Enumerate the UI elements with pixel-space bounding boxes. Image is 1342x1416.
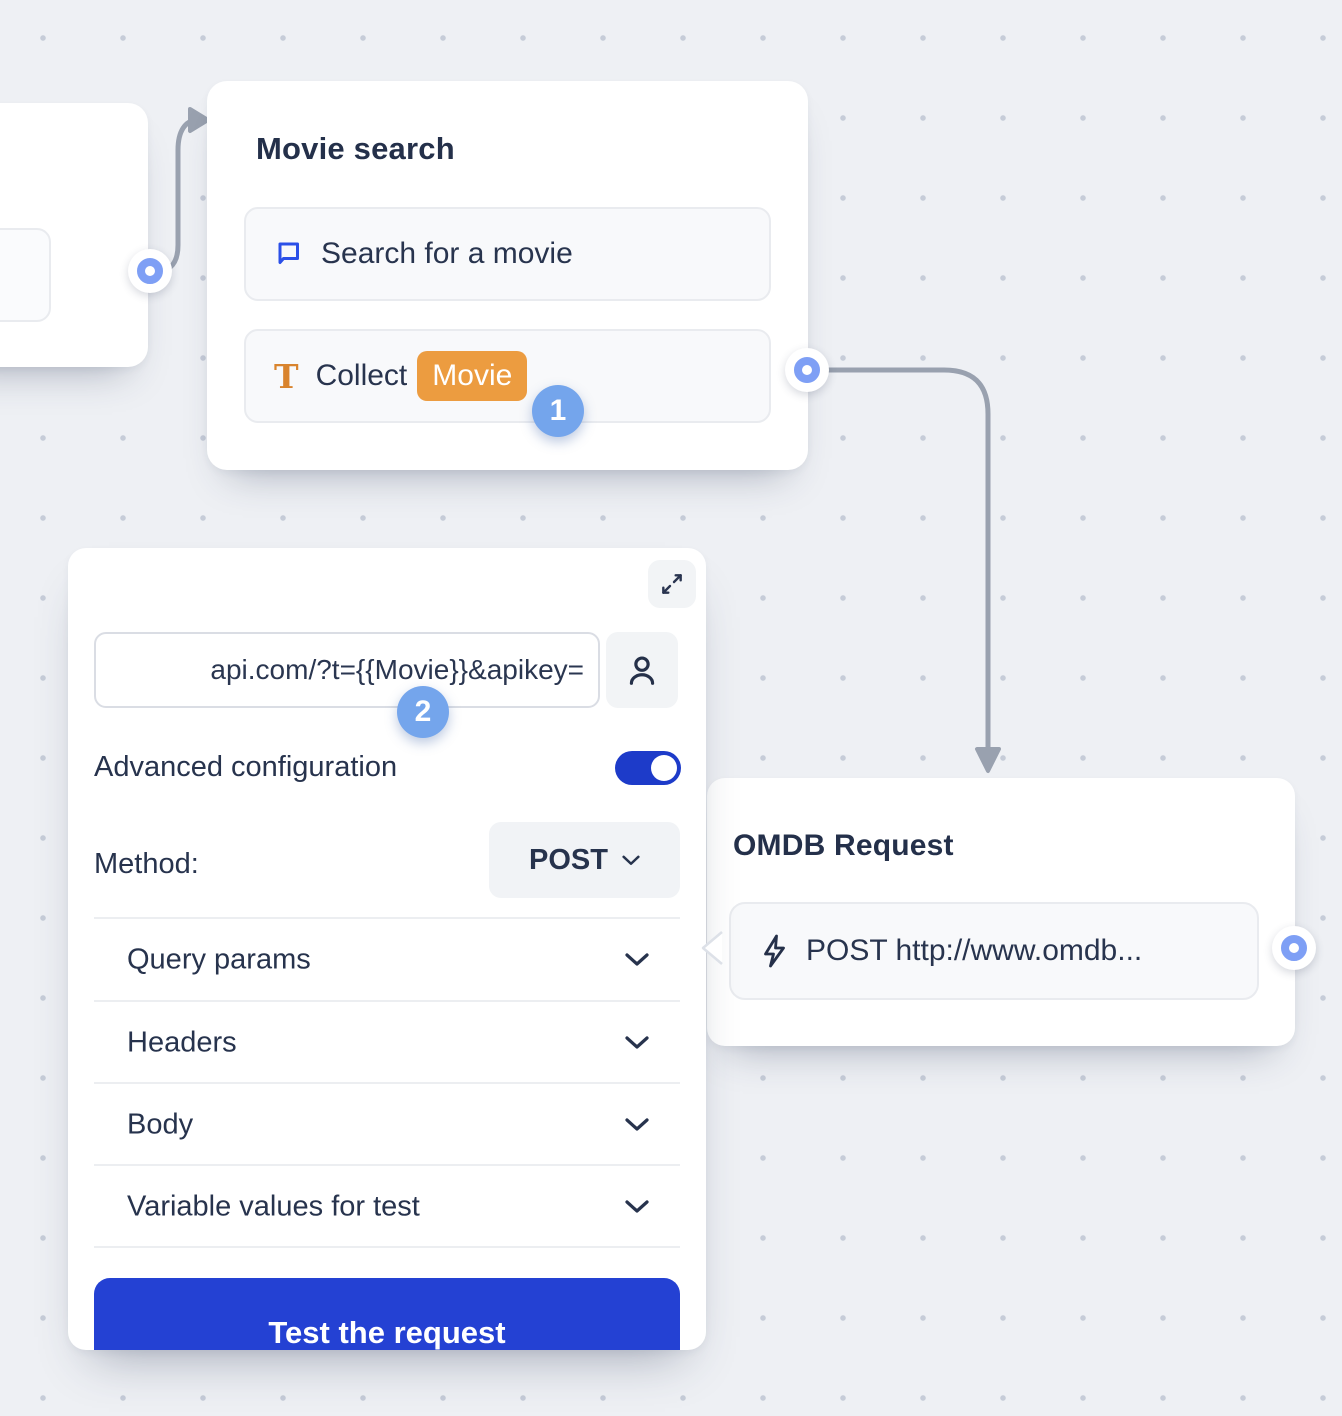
step-2-badge: 2	[397, 686, 449, 738]
advanced-configuration-toggle[interactable]	[615, 751, 681, 785]
divider	[94, 1164, 680, 1166]
webhook-block[interactable]: POST http://www.omdb...	[729, 902, 1259, 1000]
step-1-badge: 1	[532, 385, 584, 437]
chevron-down-icon	[625, 953, 649, 966]
node-title: Movie search	[256, 131, 455, 166]
chevron-down-icon	[625, 1200, 649, 1213]
omdb-request-node[interactable]: OMDB Request POST http://www.omdb...	[707, 778, 1295, 1046]
expand-icon	[662, 574, 682, 594]
method-label: Method:	[94, 848, 199, 880]
url-value: api.com/?t={{Movie}}&apikey=	[210, 654, 584, 685]
variable-badge[interactable]: Movie	[417, 351, 528, 401]
omdb-input-port[interactable]	[698, 928, 724, 968]
person-icon	[629, 656, 655, 685]
movie-search-node[interactable]: Movie search Search for a movie T Collec…	[207, 81, 808, 470]
test-request-button[interactable]: Test the request	[94, 1278, 680, 1350]
divider	[94, 917, 680, 919]
movie-search-output-port[interactable]	[785, 348, 829, 392]
expand-button[interactable]	[648, 560, 696, 608]
advanced-configuration-label: Advanced configuration	[94, 751, 398, 783]
divider	[94, 1000, 680, 1002]
webhook-settings-panel[interactable]: api.com/?t={{Movie}}&apikey= Advanced co…	[68, 548, 706, 1350]
block-label: Search for a movie	[321, 237, 573, 270]
text-input-icon: T	[274, 356, 299, 396]
section-query-params[interactable]: Query params	[68, 919, 706, 1001]
chevron-down-icon	[625, 1036, 649, 1049]
question-text-block[interactable]: Search for a movie	[244, 207, 771, 301]
url-input[interactable]: api.com/?t={{Movie}}&apikey=	[94, 632, 600, 708]
node-title: OMDB Request	[733, 829, 954, 862]
previous-node-output-port[interactable]	[128, 249, 172, 293]
user-variable-button[interactable]	[606, 632, 678, 708]
collect-variable-block[interactable]: T Collect Movie	[244, 329, 771, 423]
block-label: Collect	[315, 359, 408, 392]
section-variable-values[interactable]: Variable values for test	[68, 1166, 706, 1248]
divider	[94, 1082, 680, 1084]
divider	[94, 1246, 680, 1248]
previous-node-item[interactable]	[0, 228, 51, 322]
method-select[interactable]: POST	[489, 822, 680, 898]
method-value: POST	[529, 843, 608, 876]
omdb-output-port[interactable]	[1272, 926, 1316, 970]
lightning-icon	[759, 933, 789, 969]
section-body[interactable]: Body	[68, 1084, 706, 1166]
previous-node-card[interactable]	[0, 103, 148, 367]
chevron-down-icon	[622, 855, 640, 865]
section-headers[interactable]: Headers	[68, 1002, 706, 1084]
block-label: POST http://www.omdb...	[806, 934, 1143, 967]
chevron-down-icon	[625, 1118, 649, 1131]
chat-bubble-icon	[274, 239, 304, 269]
